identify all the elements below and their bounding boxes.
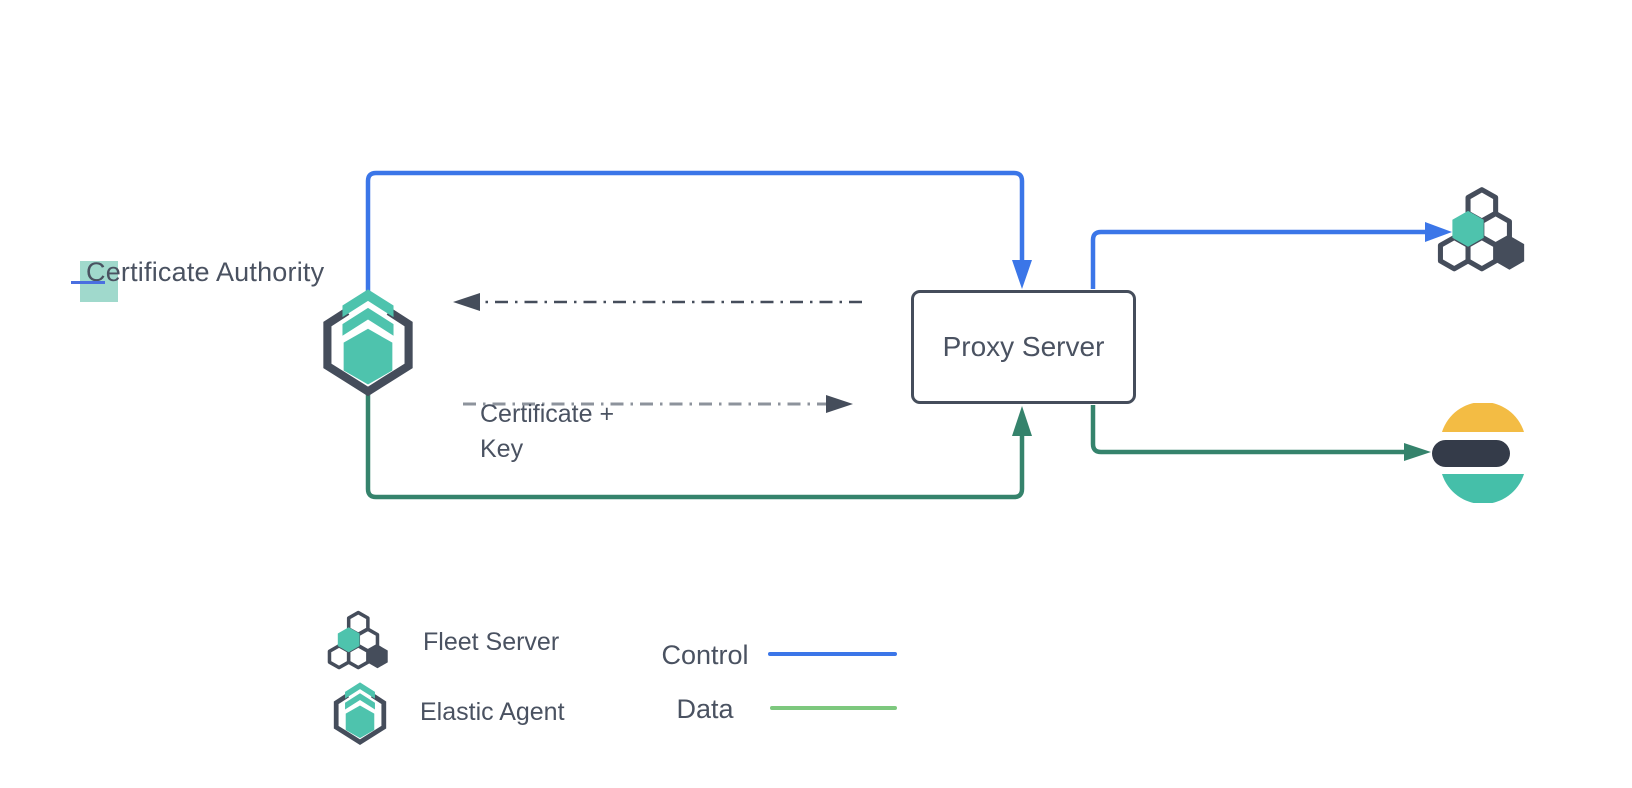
- legend-elastic-agent-label: Elastic Agent: [420, 698, 565, 726]
- certificate-authority-highlighted-letter: C: [86, 257, 106, 287]
- data-arrowhead-into-proxy: [1012, 406, 1032, 436]
- certificate-key-label-line2: Key: [480, 435, 524, 463]
- legend-elastic-agent-icon: [326, 681, 394, 749]
- legend-data-line-sample: [770, 706, 897, 710]
- legend-control-line-sample: [768, 652, 897, 656]
- data-line-agent-to-proxy: [365, 392, 1025, 500]
- control-arrowhead-into-fleet: [1425, 222, 1452, 242]
- control-line-agent-to-proxy: [365, 170, 1025, 294]
- proxy-server-label: Proxy Server: [942, 331, 1105, 362]
- certificate-authority-label-rest: ertificate Authority: [105, 257, 325, 287]
- legend-data-label: Data: [676, 694, 734, 724]
- legend-fleet-server-label: Fleet Server: [423, 628, 560, 656]
- cert-key-arrowhead: [826, 395, 853, 413]
- legend-control-label: Control: [661, 640, 749, 670]
- elasticsearch-icon: [1430, 403, 1530, 503]
- certificate-authority-label: Certificate Authority: [86, 257, 324, 288]
- fleet-server-icon: [1434, 186, 1526, 278]
- data-arrowhead-into-elasticsearch: [1404, 443, 1431, 461]
- control-arrowhead-into-proxy: [1012, 260, 1032, 289]
- cert-request-arrowhead: [453, 293, 480, 311]
- proxy-server-node: Proxy Server: [911, 290, 1136, 404]
- data-line-proxy-to-elasticsearch: [1090, 405, 1406, 455]
- certificate-key-label: Certificate + Key: [480, 397, 614, 467]
- legend-fleet-server-icon: [325, 610, 389, 674]
- elastic-agent-icon: [310, 287, 426, 403]
- control-line-proxy-to-fleet: [1090, 229, 1427, 289]
- certificate-key-label-line1: Certificate +: [480, 400, 615, 428]
- text-cursor-underline: [71, 281, 105, 284]
